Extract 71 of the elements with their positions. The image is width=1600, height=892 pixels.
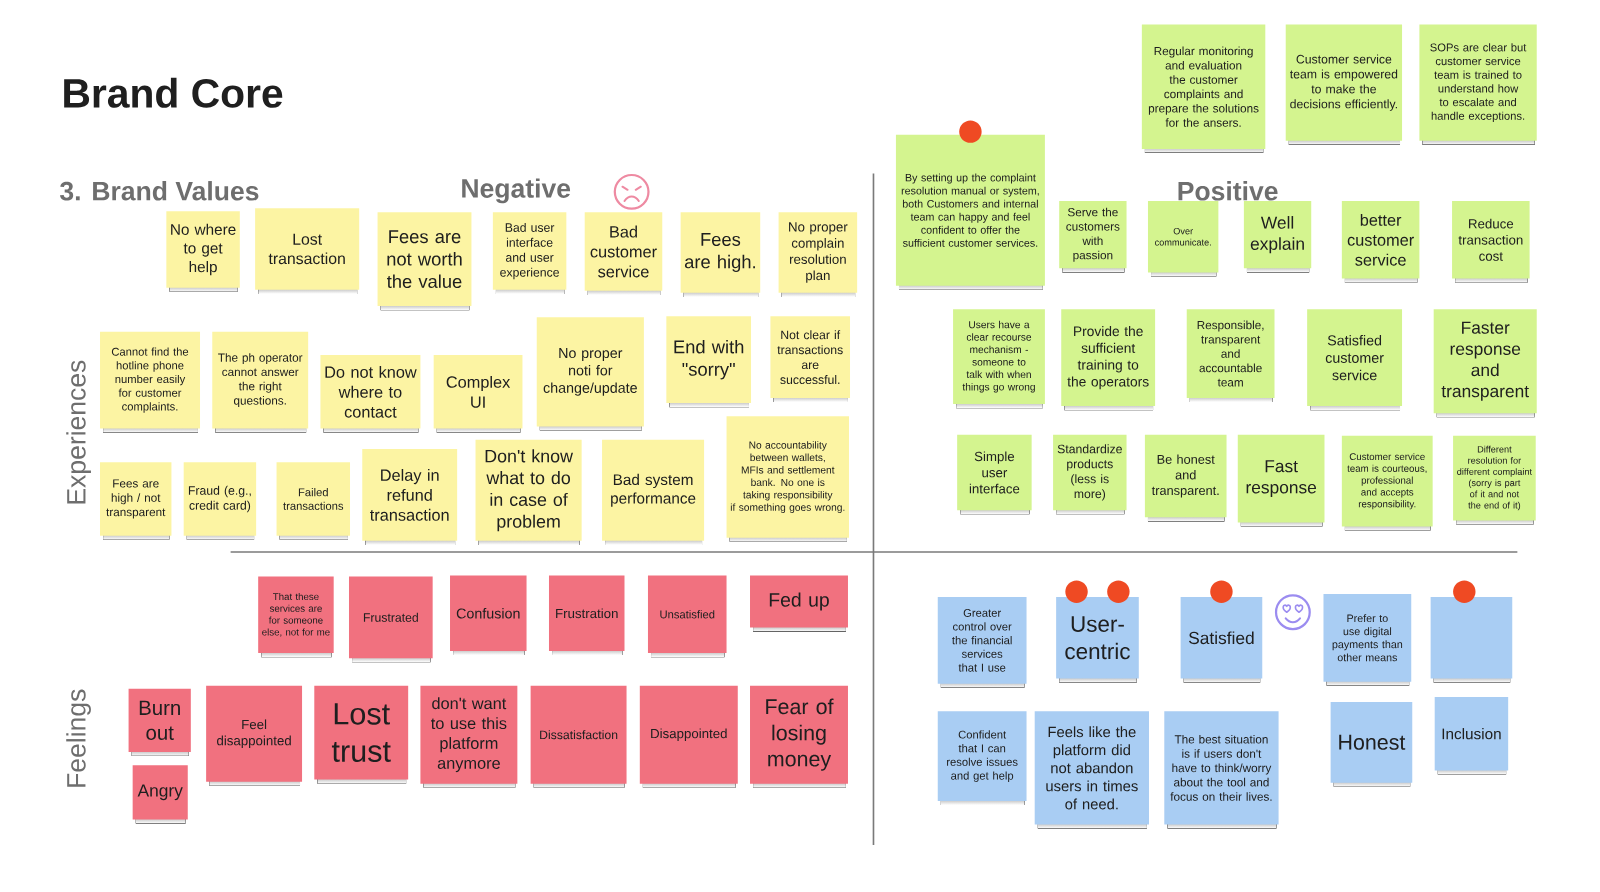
sticky-note: Lost transaction: [255, 208, 360, 294]
sticky-note: Not clear if transactions are successful.: [770, 316, 850, 403]
sticky-note: Greater control over the financial services that I use: [937, 597, 1027, 688]
sticky-note: Regular monitoring and evaluation the customer complaints and prepare the solutions for the ansers.: [1141, 24, 1266, 154]
sticky-note: Well explain: [1243, 201, 1312, 273]
column-heading: Negative: [462, 178, 571, 204]
sticky-note: Fees are high / not transparent: [100, 462, 172, 540]
sticky-note: Provide the sufficient training to the operators: [1061, 309, 1156, 411]
sticky-note: Frustration: [549, 575, 625, 656]
title: Brand Core: [64, 77, 283, 108]
sticky-note: better customer service: [1341, 201, 1420, 283]
sticky-note: Angry: [132, 765, 188, 824]
section-heading: 3. Brand Values: [60, 181, 259, 201]
sticky-note: Faster response and transparent: [1433, 309, 1537, 418]
sticky-note: Confident that I can resolve issues and get help: [937, 711, 1027, 806]
sticky-note: The ph operator cannot answer the right questions.: [212, 331, 309, 433]
sticky-note: Over communicate.: [1147, 201, 1219, 277]
sticky-note: Fees are not worth the value: [377, 212, 472, 311]
sticky-note: Bad customer service: [584, 212, 663, 295]
sticky-note: Fed up: [750, 575, 848, 632]
column-heading: Positive: [1178, 181, 1278, 201]
sticky-note: Frustrated: [349, 576, 433, 663]
sticky-note: Users have a clear recourse mechanism - someone to talk with when things go wrong: [953, 309, 1045, 409]
sticky-note: Bad system performance: [602, 439, 705, 545]
sticky-note: Bad user interface and user experience: [492, 212, 567, 294]
sticky-note: Prefer to use digital payments than other means: [1323, 593, 1412, 686]
sticky-note: End with "sorry": [666, 316, 752, 408]
sticky-note: Fear of losing money: [750, 685, 848, 788]
sticky-note: Fraud (e.g., credit card): [183, 462, 257, 540]
sticky-note: Different resolution for different complaint (sorry is part of it and not the end of it): [1453, 435, 1536, 525]
sticky-note: Lost trust: [314, 685, 409, 784]
sticky-note: Confusion: [450, 575, 527, 656]
sticky-note: Burn out: [128, 688, 191, 757]
sticky-note: Customer service team is empowered to make the decisions efficiently.: [1285, 24, 1403, 145]
sticky-note: Fees are high.: [680, 212, 761, 297]
sticky-note: Don't know what to do in case of problem: [475, 439, 582, 545]
row-heading: Feelings: [66, 689, 91, 787]
sticky-note: Satisfied: [1180, 597, 1263, 683]
sticky-note: Standardize products (less is more): [1053, 434, 1127, 515]
sticky-note: The best situation is if users don't have to think/worry about the tool and focus on their lives.: [1164, 711, 1279, 829]
sticky-note: Inclusion: [1434, 697, 1509, 775]
sticky-note: That these services are for someone else, not for me: [258, 576, 334, 658]
sticky-note: By setting up the complaint resolution manual or system, both Customers and internal team can happy and feel confident to offer the sufficient customer services.: [895, 134, 1045, 290]
sticky-note: [1430, 597, 1513, 683]
sticky-note: Complex UI: [433, 355, 523, 433]
sticky-note: don't want to use this platform anymore: [420, 685, 518, 788]
sticky-note: Feels like the platform did not abandon users in times of need.: [1034, 711, 1149, 829]
sticky-note: Delay in refund transaction: [362, 449, 458, 545]
sticky-note: No proper complain resolution plan: [778, 212, 858, 297]
sticky-note: SOPs are clear but customer service team is trained to understand how to escalate and handle exceptions.: [1419, 24, 1537, 145]
sticky-note: Unsatisfied: [647, 575, 727, 658]
sticky-note: Cannot find the hotline phone number easily for customer complaints.: [100, 331, 200, 433]
sticky-note: Dissatisfaction: [530, 685, 627, 788]
sticky-note: Failed transactions: [276, 462, 350, 540]
sticky-note: User-centric: [1056, 597, 1139, 683]
sticky-note: No where to get help: [166, 211, 240, 292]
sticky-note: Simple user interface: [957, 434, 1032, 515]
row-heading: Experiences: [66, 360, 91, 504]
sticky-note: No proper noti for change/update: [536, 317, 644, 431]
sticky-note: Serve the customers with passion: [1059, 201, 1127, 273]
sticky-note: Fast response: [1237, 434, 1325, 527]
sticky-note: No accountability between wallets, MFIs and settlement bank. No one is taking responsibility if something goes wrong.: [726, 416, 849, 542]
sticky-note: Honest: [1330, 702, 1413, 787]
sticky-note: Responsible, transparent and accountable team: [1186, 309, 1275, 403]
sticky-note: Be honest and transparent.: [1144, 434, 1227, 522]
sticky-note: Feel disappointed: [206, 685, 303, 786]
sticky-note: Do not know where to contact: [320, 355, 421, 433]
sticky-note: Satisfied customer service: [1307, 309, 1403, 411]
sticky-note: Disappointed: [639, 685, 738, 788]
sticky-note: Reduce transaction cost: [1452, 201, 1530, 283]
sticky-note: Customer service team is courteous, professional and accepts responsibility.: [1341, 435, 1433, 531]
